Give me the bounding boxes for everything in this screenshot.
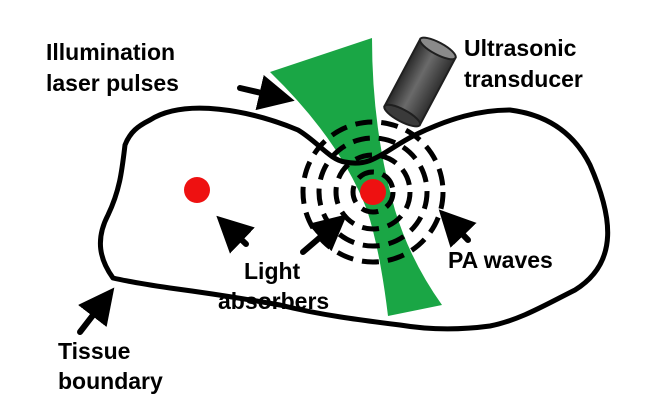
label-illumination-line2: laser pulses [46,70,179,96]
ultrasonic-transducer [383,36,457,128]
absorber-dot-left [184,177,210,203]
label-tissue-line2: boundary [58,368,163,394]
absorber-dot-center [360,179,386,205]
pa-wave-ring [350,169,396,215]
laser-beam [270,38,442,316]
pa-wave-ring [316,135,430,249]
label-transducer-line2: transducer [464,66,583,92]
label-illumination-line1: Illumination [46,39,176,65]
arrow-illumination [237,75,295,111]
label-tissue-line1: Tissue [58,338,131,364]
arrow-absorber-center [300,214,348,255]
arrow-absorber-left [216,215,255,254]
arrow-tissue-boundary [77,287,115,335]
label-absorbers-line1: Light [244,258,301,284]
label-transducer-line1: Ultrasonic [464,35,577,61]
pa-wave-ring [300,119,446,265]
pa-wave-ring [333,152,413,232]
arrow-pa-waves [438,209,477,248]
pa-waves [300,119,446,265]
tissue-boundary [97,105,611,332]
label-pa-waves: PA waves [448,247,553,273]
label-absorbers-line2: absorbers [218,288,330,314]
